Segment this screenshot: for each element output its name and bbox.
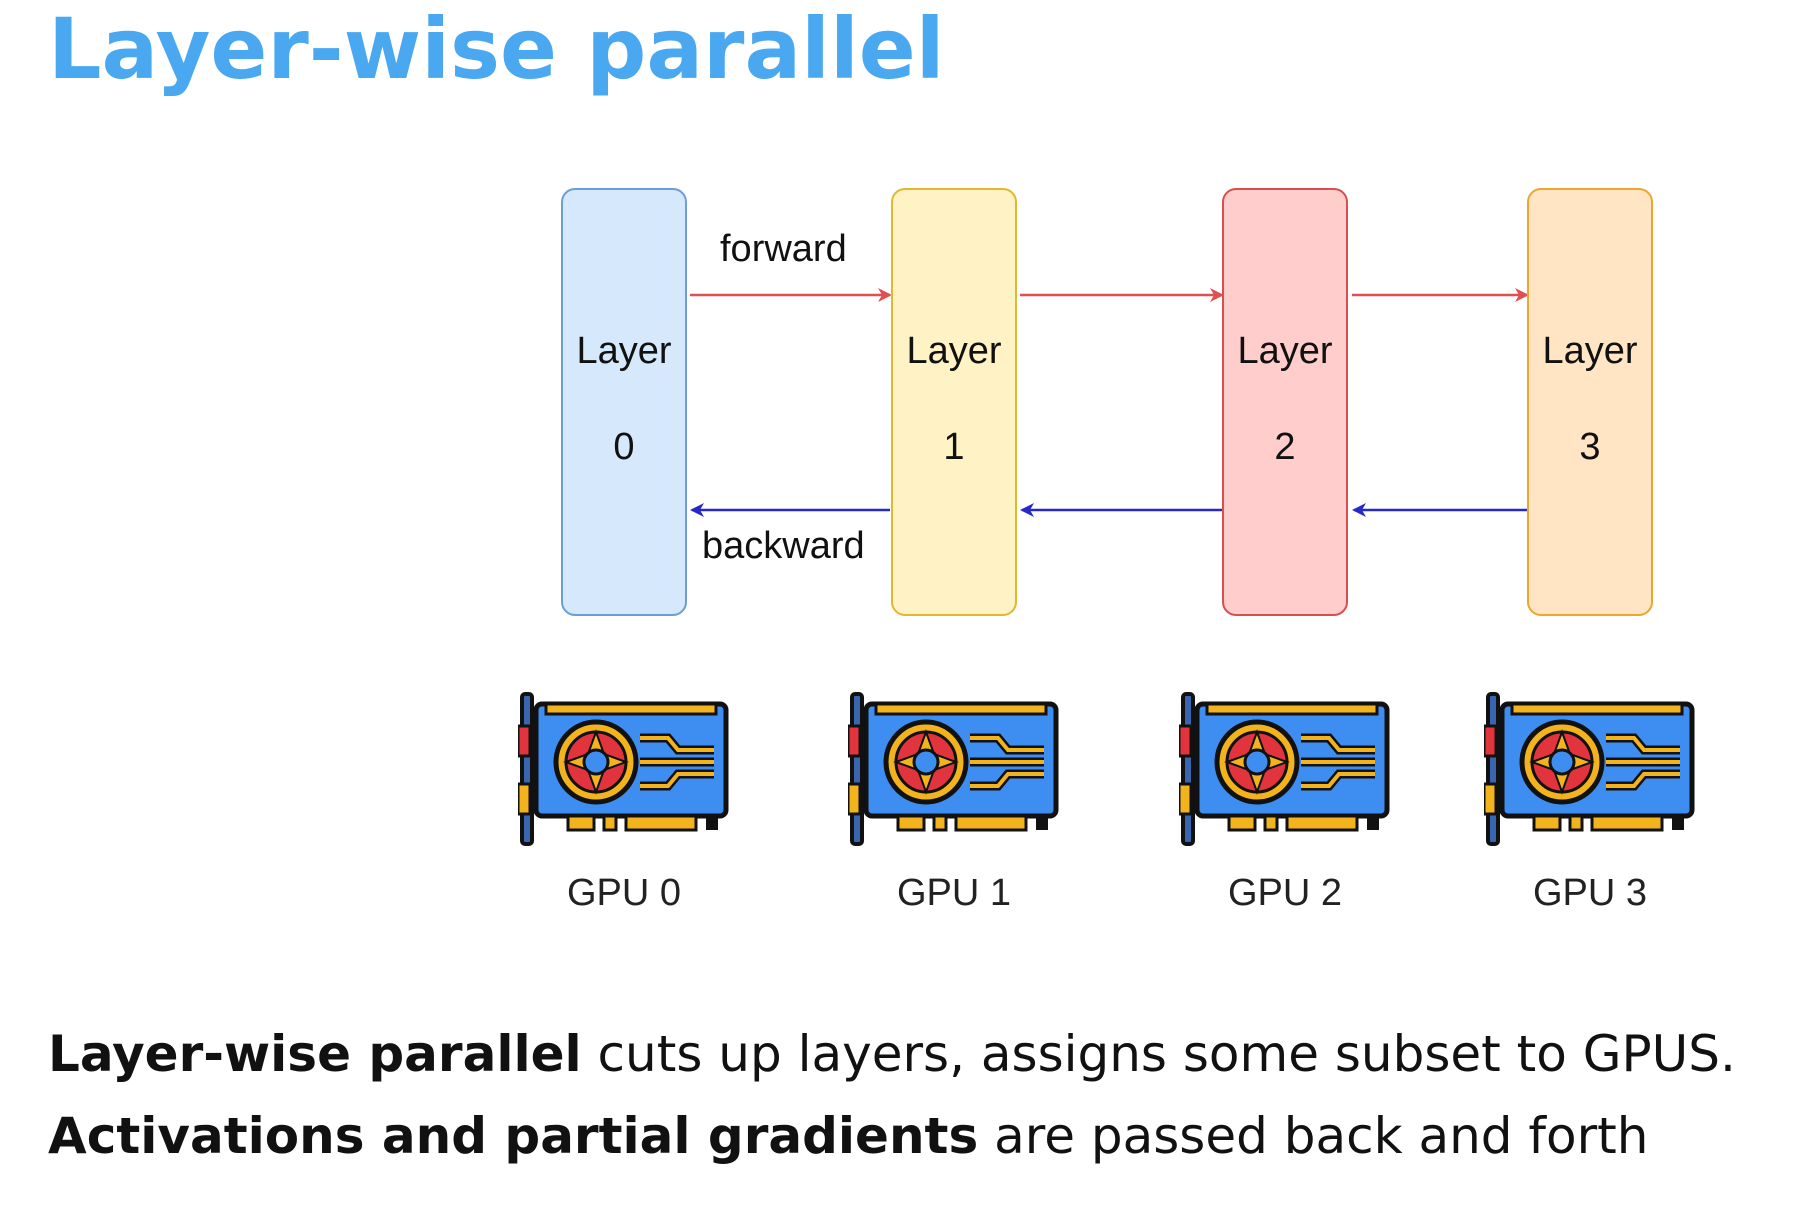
gpu-1-label: GPU 1: [896, 872, 1012, 914]
caption-line-2-bold: Activations and partial gradients: [48, 1107, 979, 1165]
graphics-card-icon: [1484, 692, 1695, 846]
page-title: Layer-wise parallel: [48, 0, 945, 98]
caption-line-2: Activations and partial gradients are pa…: [48, 1107, 1648, 1165]
forward-label: forward: [720, 228, 847, 270]
caption-line-1-rest: cuts up layers, assigns some subset to G…: [581, 1025, 1736, 1083]
layer-3-num: 3: [1579, 426, 1601, 468]
gpu-3-label: GPU 3: [1532, 872, 1648, 914]
gpu-0-label: GPU 0: [566, 872, 682, 914]
layer-0-box: [561, 188, 687, 616]
caption-line-1-bold: Layer-wise parallel: [48, 1025, 582, 1083]
layer-2-num: 2: [1274, 426, 1296, 468]
graphics-card-icon: [848, 692, 1059, 846]
layer-0-word: Layer: [576, 330, 672, 372]
caption-line-1: Layer-wise parallel cuts up layers, assi…: [48, 1025, 1736, 1083]
graphics-card-glyph: [1484, 692, 1695, 846]
layer-0-num: 0: [613, 426, 635, 468]
graphics-card-icon: [1179, 692, 1390, 846]
layer-1-box: [891, 188, 1017, 616]
backward-label: backward: [702, 525, 865, 567]
layer-3-box: [1527, 188, 1653, 616]
layer-2-box: [1222, 188, 1348, 616]
layer-2-word: Layer: [1237, 330, 1333, 372]
graphics-card-glyph: [1179, 692, 1390, 846]
layer-3-word: Layer: [1542, 330, 1638, 372]
graphics-card-glyph: [518, 692, 729, 846]
caption-line-2-rest: are passed back and forth: [978, 1107, 1649, 1165]
graphics-card-icon: [518, 692, 729, 846]
layer-1-num: 1: [943, 426, 965, 468]
gpu-2-label: GPU 2: [1227, 872, 1343, 914]
graphics-card-glyph: [848, 692, 1059, 846]
layer-1-word: Layer: [906, 330, 1002, 372]
